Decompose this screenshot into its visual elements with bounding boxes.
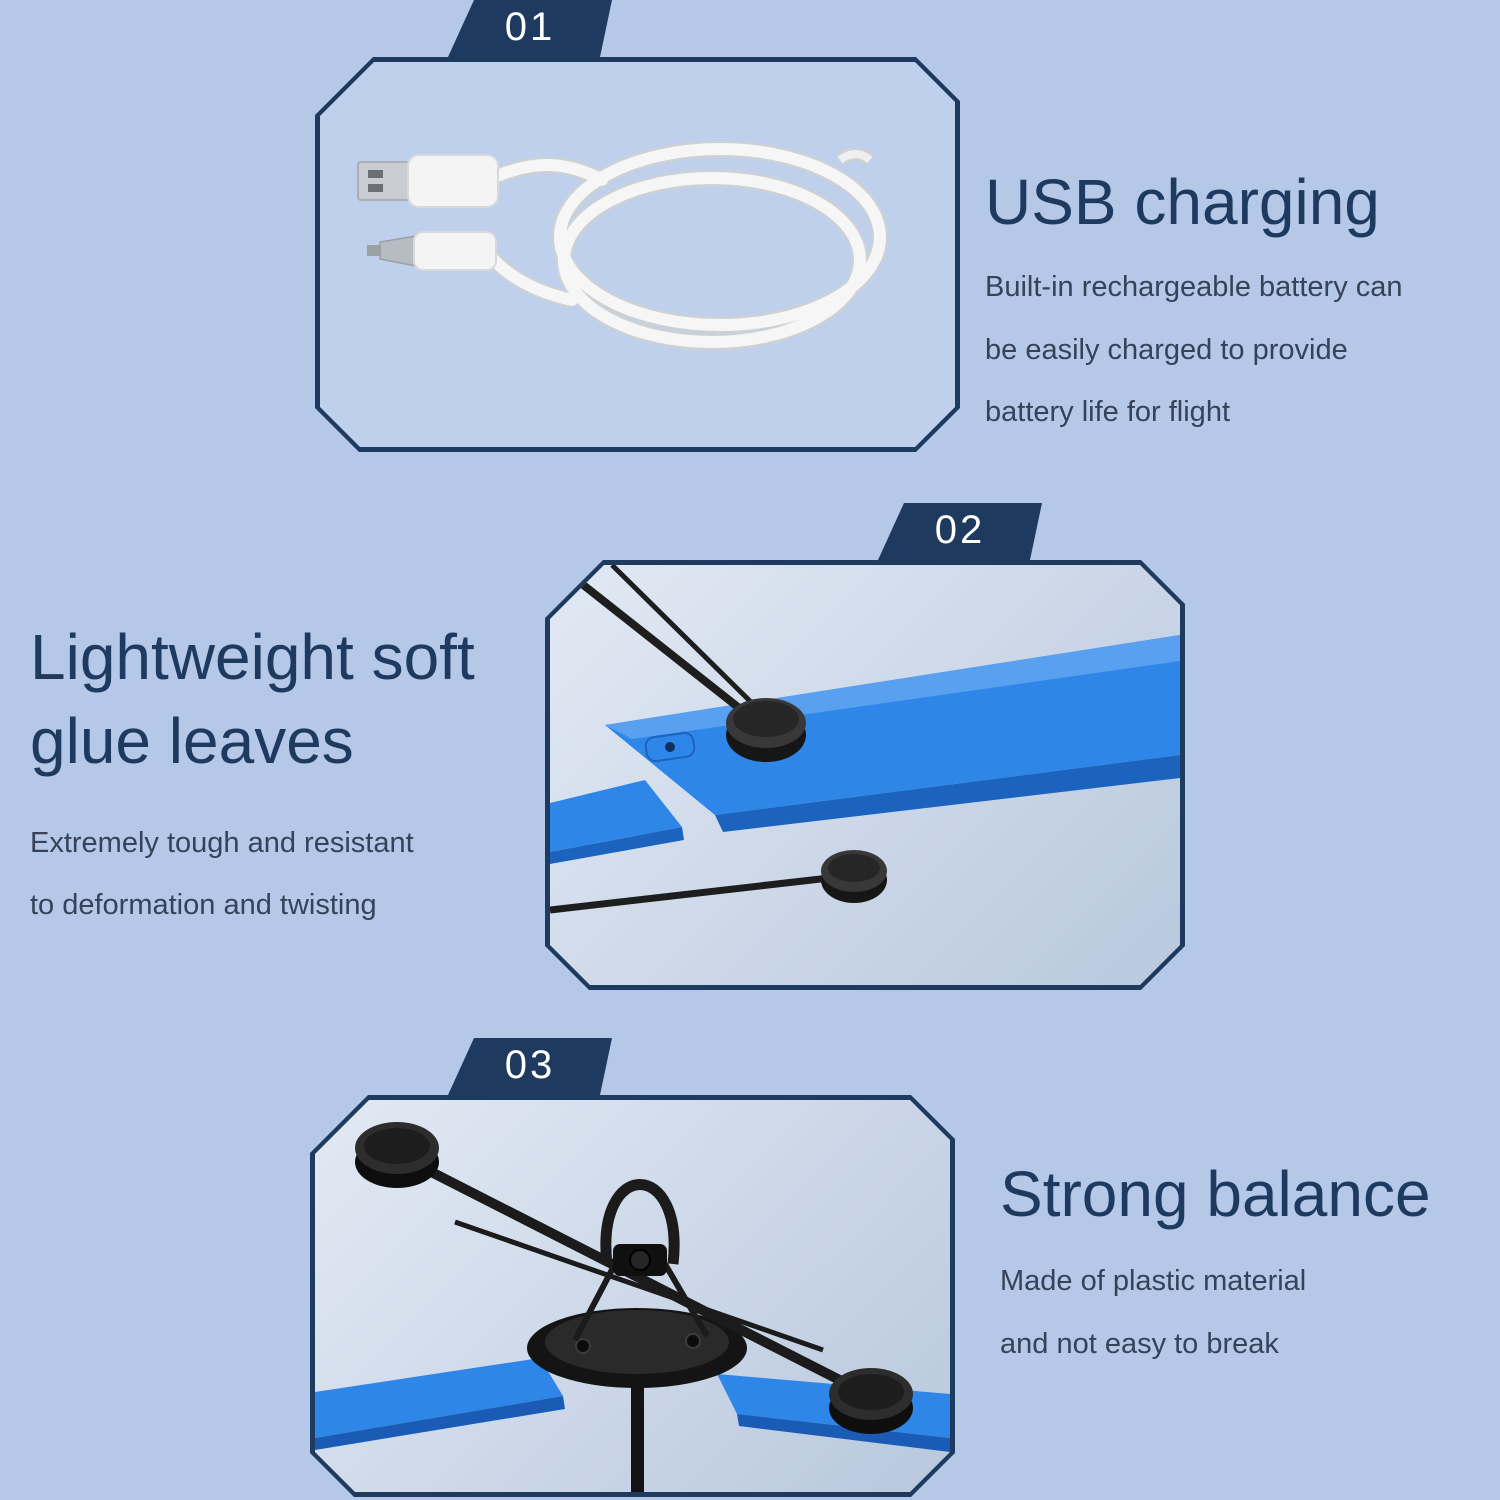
balance-weight-upper <box>726 698 806 762</box>
feature-title: USB charging <box>985 166 1380 238</box>
cable-tie <box>840 154 870 160</box>
photo-frame-01 <box>315 57 960 452</box>
weight-left <box>355 1122 439 1188</box>
flybar-loop <box>606 1185 674 1265</box>
blade-mount-clip <box>645 732 696 762</box>
feature-title: Strong balance <box>1000 1158 1431 1230</box>
balance-weight-lower <box>821 850 887 903</box>
balance-bar-illustration <box>315 1100 950 1492</box>
feature-description: Extremely tough and resistant to deforma… <box>30 826 414 922</box>
main-shaft <box>631 1364 644 1492</box>
blue-blade-tip <box>550 780 684 864</box>
feature-text-usb-charging: USB charging Built-in rechargeable batte… <box>985 160 1403 444</box>
usb-a-connector <box>358 155 498 207</box>
badge-number: 03 <box>504 1043 556 1087</box>
feature-title: Lightweight soft glue leaves <box>30 621 475 778</box>
feature-description: Made of plastic material and not easy to… <box>1000 1265 1307 1360</box>
usb-cable-illustration <box>320 62 955 447</box>
feature-description: Built-in rechargeable battery can be eas… <box>985 271 1403 429</box>
badge-number: 01 <box>504 5 556 49</box>
feature-text-strong-balance: Strong balance Made of plastic material … <box>1000 1152 1431 1375</box>
feature-text-soft-glue-leaves: Lightweight soft glue leaves Extremely t… <box>30 615 475 937</box>
badge-number: 02 <box>934 508 986 552</box>
feature-badge-03: 03 <box>448 1038 612 1095</box>
blue-blade <box>605 635 1180 832</box>
photo-frame-03 <box>310 1095 955 1497</box>
center-hub <box>613 1244 667 1276</box>
photo-frame-02 <box>545 560 1185 990</box>
cable-body <box>488 149 880 342</box>
micro-usb-connector <box>367 232 496 270</box>
feature-badge-01: 01 <box>448 0 612 57</box>
balance-rods <box>550 565 838 910</box>
feature-badge-02: 02 <box>878 503 1042 560</box>
weight-right <box>829 1368 913 1434</box>
propeller-blade-illustration <box>550 565 1180 985</box>
hub-plate <box>527 1308 747 1388</box>
